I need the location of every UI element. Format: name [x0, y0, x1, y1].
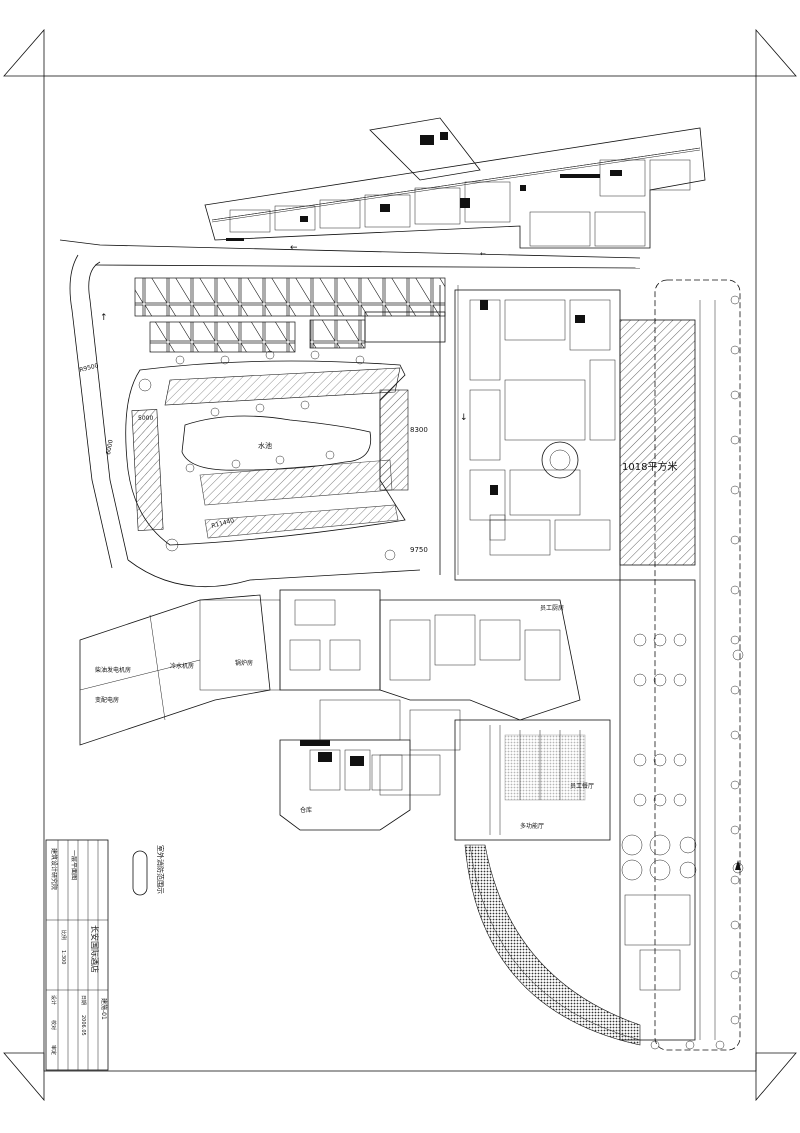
- design-label: 设计: [50, 995, 57, 1005]
- service-block: 冷水机房 柴油发电机房 变配电房 锅炉房: [79, 589, 381, 746]
- scale-label: 比例: [60, 930, 67, 940]
- dim-9750: 9750: [410, 546, 428, 554]
- area-label: 1018平方米: [622, 460, 677, 473]
- boiler-label: 锅炉房: [235, 659, 253, 667]
- kitchen-block: 员工厨房: [319, 599, 581, 796]
- drawing-number: 建施-01: [100, 998, 108, 1020]
- banquet-label: 多功能厅: [520, 822, 544, 830]
- water-feature: [181, 415, 372, 471]
- tower-footprint: 1018平方米: [619, 279, 741, 1051]
- parking-top: [134, 277, 446, 353]
- legend-text: 室外消防范围示: [156, 845, 165, 894]
- transformer-label: 变配电房: [95, 696, 119, 704]
- company-name: 建筑设计研究院: [50, 848, 58, 890]
- curved-garden: [464, 844, 641, 1046]
- axis-markers: [650, 295, 740, 1050]
- check-label: 校对: [50, 1020, 57, 1030]
- svg-text:↑: ↑: [100, 313, 108, 323]
- banquet-hall: 多功能厅 员工餐厅: [454, 719, 611, 841]
- sheet-frame: [3, 28, 797, 1102]
- generator-label: 柴油发电机房: [95, 666, 131, 674]
- restaurant-area: [619, 579, 697, 1041]
- legend: 室外消防范围示: [132, 845, 165, 896]
- dim-5000: 5000: [138, 415, 153, 422]
- project-name: 长安国际酒店: [90, 925, 100, 973]
- dim-6000: 6000: [105, 439, 115, 455]
- svg-text:↓: ↓: [460, 413, 468, 423]
- hotel-building: [454, 289, 621, 581]
- dim-8300: 8300: [410, 426, 428, 434]
- approve-label: 审定: [50, 1045, 57, 1055]
- cold-storage-label: 冷水机房: [170, 662, 194, 670]
- scale-value: 1:300: [60, 950, 66, 964]
- drawing-name: 一层平面图: [70, 850, 77, 880]
- staff-rest-label: 员工餐厅: [570, 782, 594, 790]
- site-roads: ← ← ↑ ↓: [59, 239, 641, 588]
- title-block: 建筑设计研究院 长安国际酒店 一层平面图 建施-01 比例 1:300 日期 2…: [45, 839, 109, 1071]
- kitchen-label: 员工厨房: [540, 604, 564, 612]
- svg-text:←: ←: [290, 243, 298, 253]
- top-service-building: [204, 117, 706, 249]
- storage-label: 仓库: [300, 806, 312, 814]
- dim-r9500: R9500: [79, 362, 100, 374]
- storage-block: 仓库: [279, 739, 411, 831]
- date-value: 2006.05: [80, 1015, 86, 1036]
- road-arrow-label: ←: [480, 250, 486, 258]
- water-label: 水池: [258, 441, 272, 450]
- date-label: 日期: [80, 995, 86, 1005]
- courtyard: 水池 8300 9750 6000 5000 R11440 R9500: [79, 350, 428, 561]
- north-arrow: [732, 649, 744, 874]
